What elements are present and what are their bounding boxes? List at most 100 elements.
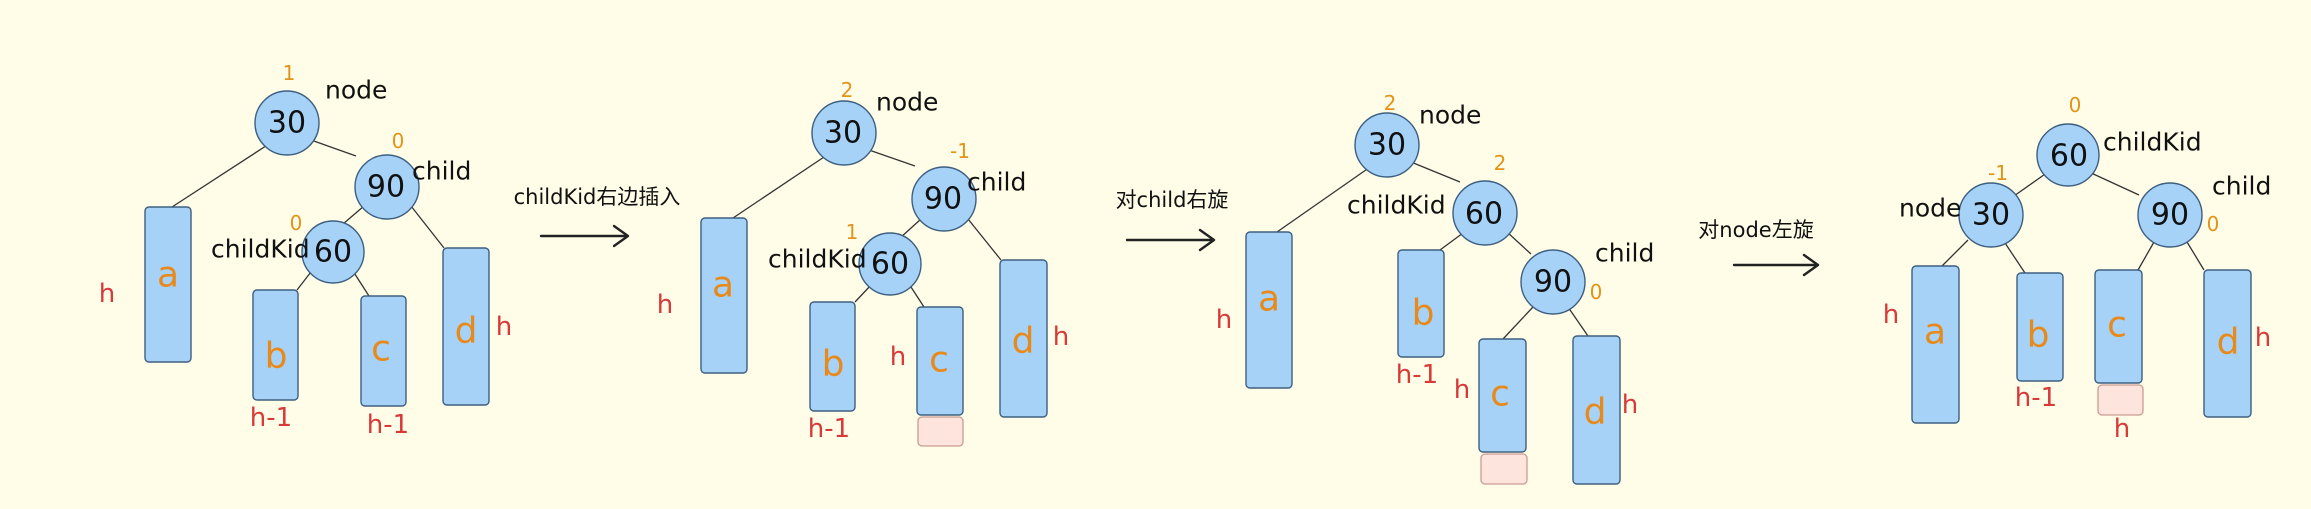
tree-node-childkid: 60 0 childKid xyxy=(211,211,365,284)
height-label: h xyxy=(1053,322,1069,352)
subtree-b: b h-1 xyxy=(1396,249,1445,390)
svg-text:30: 30 xyxy=(1368,128,1406,163)
balance-factor: 0 xyxy=(2207,212,2220,236)
svg-text:c: c xyxy=(929,340,949,381)
svg-text:d: d xyxy=(455,311,478,352)
inserted-node-block xyxy=(1480,453,1528,485)
subtree-d: d h xyxy=(2203,269,2271,418)
subtree-d: d h xyxy=(442,247,512,406)
height-label: h xyxy=(1454,375,1470,405)
svg-text:90: 90 xyxy=(924,182,962,217)
subtree-d: d h xyxy=(1572,335,1638,485)
tree-edges xyxy=(1941,171,2205,274)
height-label: h xyxy=(2255,323,2271,353)
tree-diagram-3: a h b h-1 c h d h 30 2 node 60 2 xyxy=(1216,91,1654,485)
svg-text:c: c xyxy=(2107,305,2127,346)
subtree-a: a h xyxy=(99,206,192,363)
svg-text:a: a xyxy=(712,265,734,306)
svg-text:30: 30 xyxy=(268,106,306,141)
subtree-b: b h-1 xyxy=(250,289,299,433)
tree-node-node: 30 -1 node xyxy=(1899,161,2024,248)
svg-text:a: a xyxy=(157,255,179,296)
svg-text:60: 60 xyxy=(314,235,352,270)
height-label: h xyxy=(2114,414,2130,444)
node-role-label: childKid xyxy=(211,235,310,264)
tree-node-node: 30 2 node xyxy=(811,78,938,166)
height-label: h-1 xyxy=(808,414,850,444)
balance-factor: -1 xyxy=(1988,161,2008,185)
svg-text:d: d xyxy=(2217,322,2240,363)
step-label: 对node左旋 xyxy=(1698,218,1813,242)
tree-node-child: 90 0 child xyxy=(354,129,471,220)
height-label: h xyxy=(657,290,673,320)
svg-text:b: b xyxy=(265,336,288,377)
balance-factor: 2 xyxy=(841,78,854,102)
subtree-b: b h-1 xyxy=(808,301,856,444)
step-label: childKid右边插入 xyxy=(514,185,681,209)
height-label: h-1 xyxy=(2015,383,2057,413)
svg-text:30: 30 xyxy=(1972,198,2010,233)
subtree-c: c h-1 xyxy=(360,295,409,440)
svg-text:90: 90 xyxy=(367,170,405,205)
subtree-c: c h xyxy=(890,306,964,447)
node-role-label: node xyxy=(876,88,938,117)
height-label: h-1 xyxy=(367,410,409,440)
balance-factor: 2 xyxy=(1384,91,1397,115)
svg-text:d: d xyxy=(1584,392,1607,433)
svg-text:c: c xyxy=(1490,374,1510,415)
step-arrow-1: childKid右边插入 xyxy=(514,185,681,248)
node-role-label: node xyxy=(1419,101,1481,130)
tree-node-child: 90 0 child xyxy=(1520,239,1654,315)
height-label: h xyxy=(99,279,115,309)
balance-factor: 0 xyxy=(2069,93,2082,117)
inserted-node-block xyxy=(917,416,964,447)
subtree-c: c h xyxy=(1454,338,1528,485)
tree-diagram-1: a h b h-1 c h-1 d h 30 1 node 90 0 c h xyxy=(99,61,512,440)
height-label: h xyxy=(1216,305,1232,335)
height-label: h-1 xyxy=(1396,360,1438,390)
subtree-a: a h xyxy=(1216,231,1293,389)
node-role-label: child xyxy=(967,168,1026,197)
svg-text:a: a xyxy=(1924,312,1946,353)
inserted-node-block xyxy=(2097,384,2144,416)
svg-text:b: b xyxy=(822,344,845,385)
node-role-label: node xyxy=(1899,194,1961,223)
tree-node-childkid: 60 2 childKid xyxy=(1347,151,1518,246)
balance-factor: 2 xyxy=(1494,151,1507,175)
svg-text:60: 60 xyxy=(871,247,909,282)
height-label: h xyxy=(496,312,512,342)
height-label: h-1 xyxy=(250,403,292,433)
balance-factor: 0 xyxy=(290,211,303,235)
node-role-label: childKid xyxy=(1347,191,1446,220)
node-role-label: child xyxy=(1595,239,1654,268)
tree-node-node: 30 1 node xyxy=(254,61,387,156)
svg-text:b: b xyxy=(2027,315,2050,356)
svg-text:60: 60 xyxy=(1465,197,1503,232)
tree-node-childkid: 60 1 childKid xyxy=(768,220,922,296)
subtree-d: d h xyxy=(999,259,1069,418)
svg-text:90: 90 xyxy=(1534,265,1572,300)
step-label: 对child右旋 xyxy=(1116,188,1229,212)
step-arrow-2: 对child右旋 xyxy=(1116,188,1229,252)
tree-edges xyxy=(1276,161,1589,340)
tree-edges xyxy=(171,139,445,297)
height-label: h xyxy=(1622,390,1638,420)
svg-text:b: b xyxy=(1412,293,1435,334)
node-role-label: node xyxy=(325,76,387,105)
node-role-label: childKid xyxy=(768,245,867,274)
svg-text:c: c xyxy=(371,329,391,370)
svg-text:30: 30 xyxy=(824,116,862,151)
subtree-b: b h-1 xyxy=(2015,272,2064,413)
tree-node-child: 90 -1 child xyxy=(911,139,1026,232)
step-arrow-3: 对node左旋 xyxy=(1698,218,1820,277)
node-role-label: child xyxy=(412,157,471,186)
svg-text:90: 90 xyxy=(2151,198,2189,233)
tree-node-childkid: 60 0 childKid xyxy=(2036,93,2202,187)
node-role-label: child xyxy=(2212,172,2271,201)
balance-factor: 0 xyxy=(392,129,405,153)
balance-factor: -1 xyxy=(950,139,970,163)
subtree-a: a h xyxy=(1883,265,1960,424)
height-label: h xyxy=(1883,300,1899,330)
